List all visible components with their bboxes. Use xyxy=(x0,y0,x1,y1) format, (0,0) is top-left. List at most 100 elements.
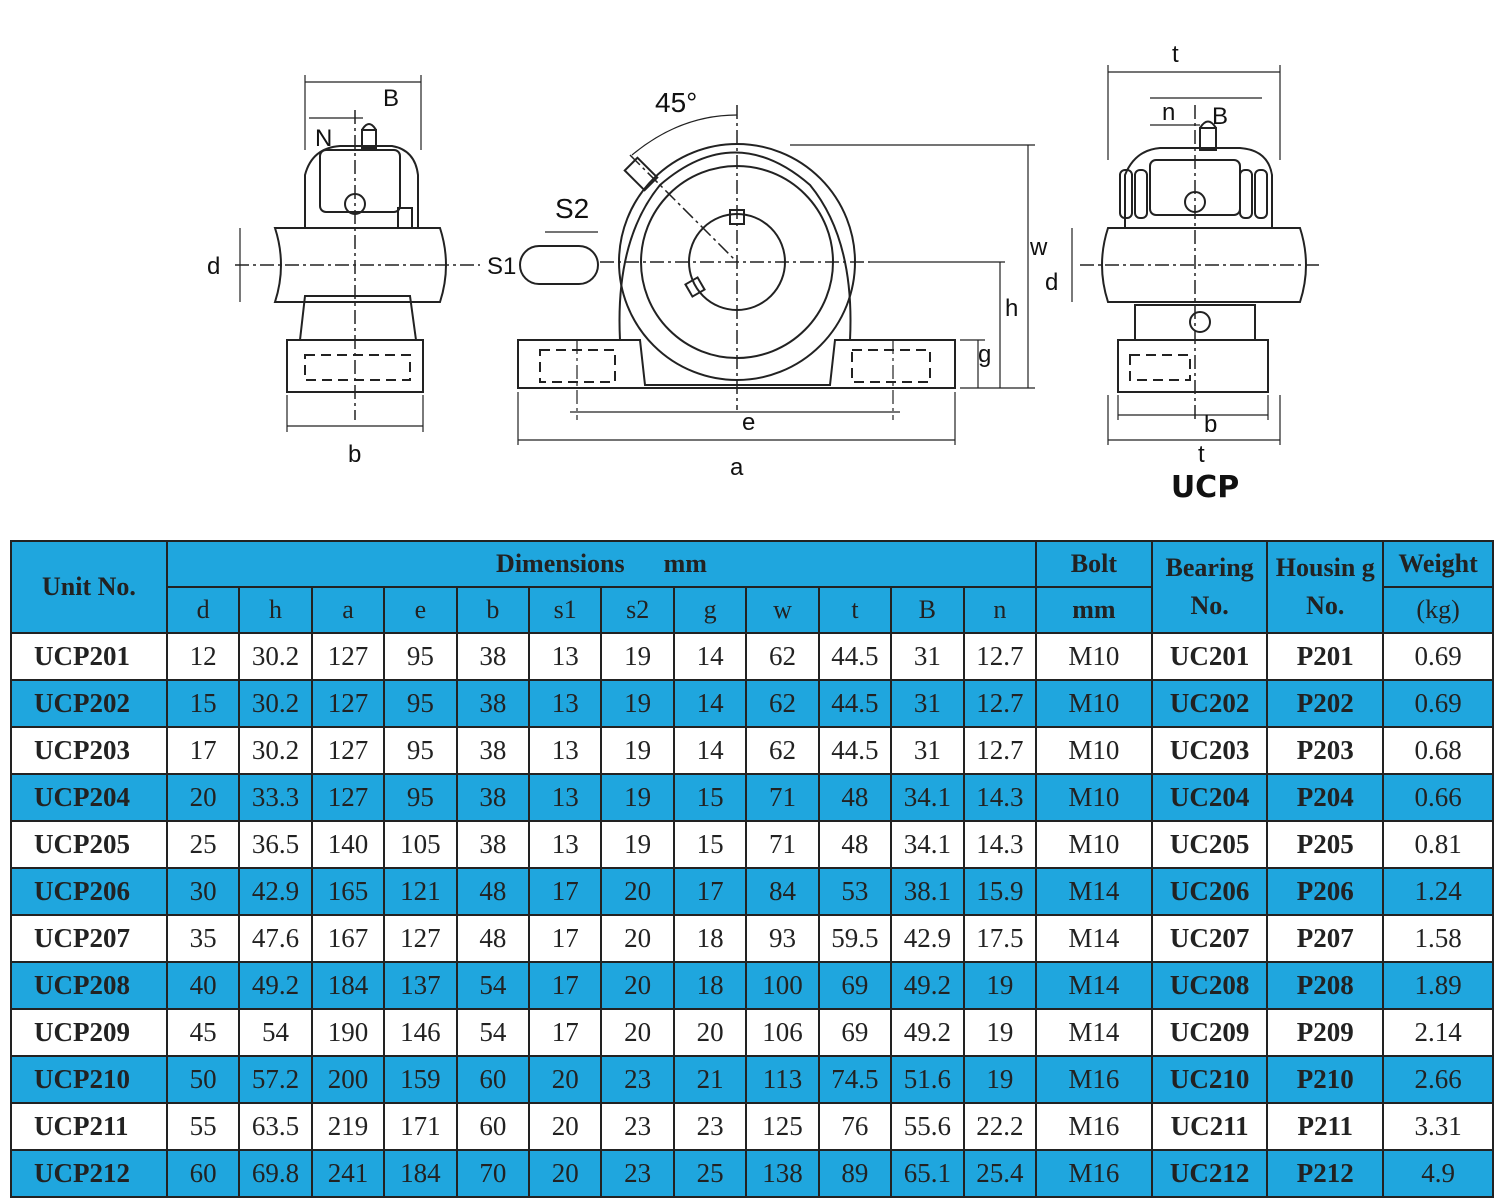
cell-g: 18 xyxy=(672,914,748,963)
cell-e: 159 xyxy=(383,1055,458,1104)
cell-b: 31 xyxy=(890,679,965,728)
cell-b: 55.6 xyxy=(890,1102,965,1151)
cell-a: 219 xyxy=(310,1102,386,1151)
cell-s2: 20 xyxy=(600,961,675,1010)
cell-housing: P212 xyxy=(1266,1149,1385,1198)
cell-g: 14 xyxy=(672,726,748,775)
cell-n: 17.5 xyxy=(962,914,1038,963)
cell-weight: 2.14 xyxy=(1382,1008,1494,1057)
cell-h: 30.2 xyxy=(238,726,313,775)
cell-s1: 13 xyxy=(528,820,603,869)
cell-g: 18 xyxy=(672,961,748,1010)
cell-n: 12.7 xyxy=(962,726,1038,775)
cell-unit: UCP204 xyxy=(10,773,168,822)
cell-t: 59.5 xyxy=(817,914,893,963)
header-dim-b: b xyxy=(455,586,531,634)
cell-s1: 17 xyxy=(528,914,603,963)
cell-housing: P202 xyxy=(1266,679,1385,728)
cell-s1: 17 xyxy=(528,867,603,916)
label-right-t-top: t xyxy=(1172,41,1179,68)
cell-housing: P204 xyxy=(1266,773,1385,822)
label-right-t-bottom: t xyxy=(1198,441,1205,468)
cell-weight: 4.9 xyxy=(1382,1149,1494,1198)
cell-s2: 19 xyxy=(600,773,675,822)
cell-a: 140 xyxy=(310,820,386,869)
cell-bolt: M14 xyxy=(1035,867,1153,916)
cell-bearing: UC204 xyxy=(1150,773,1269,822)
label-h: h xyxy=(1005,295,1018,322)
cell-t: 53 xyxy=(817,867,893,916)
cell-b: 38 xyxy=(455,679,531,728)
cell-b: 38 xyxy=(455,726,531,775)
cell-b: 38 xyxy=(455,773,531,822)
cell-w: 93 xyxy=(745,914,820,963)
cell-bolt: M16 xyxy=(1035,1102,1153,1151)
cell-s2: 19 xyxy=(600,632,675,681)
cell-w: 62 xyxy=(745,632,820,681)
header-bearing-no: Bearing No. xyxy=(1150,540,1269,634)
cell-s1: 20 xyxy=(528,1149,603,1198)
cell-b: 54 xyxy=(455,1008,531,1057)
header-weight: Weight xyxy=(1382,540,1494,588)
cell-unit: UCP201 xyxy=(10,632,168,681)
cell-housing: P208 xyxy=(1266,961,1385,1010)
spec-table: Unit No. Dimensions mm Bolt Bearing No. … xyxy=(10,540,1494,1198)
label-S1: S1 xyxy=(487,253,516,280)
cell-bearing: UC212 xyxy=(1150,1149,1269,1198)
cell-e: 105 xyxy=(383,820,458,869)
label-w: w xyxy=(1029,234,1048,261)
label-right-B: B xyxy=(1212,103,1228,130)
cell-s2: 23 xyxy=(600,1149,675,1198)
cell-d: 45 xyxy=(165,1008,241,1057)
cell-housing: P207 xyxy=(1266,914,1385,963)
cell-s1: 17 xyxy=(528,961,603,1010)
cell-w: 125 xyxy=(745,1102,820,1151)
cell-housing: P205 xyxy=(1266,820,1385,869)
cell-g: 14 xyxy=(672,679,748,728)
cell-weight: 1.58 xyxy=(1382,914,1494,963)
cell-h: 47.6 xyxy=(238,914,313,963)
right-side-view xyxy=(1071,65,1320,445)
cell-weight: 0.66 xyxy=(1382,773,1494,822)
cell-housing: P201 xyxy=(1266,632,1385,681)
cell-h: 54 xyxy=(238,1008,313,1057)
cell-b: 38 xyxy=(455,632,531,681)
cell-n: 25.4 xyxy=(962,1149,1038,1198)
cell-bolt: M16 xyxy=(1035,1149,1153,1198)
cell-t: 48 xyxy=(817,773,893,822)
label-S2: S2 xyxy=(555,193,589,224)
cell-bolt: M10 xyxy=(1035,726,1153,775)
cell-housing: P209 xyxy=(1266,1008,1385,1057)
cell-d: 17 xyxy=(165,726,241,775)
cell-d: 20 xyxy=(165,773,241,822)
cell-unit: UCP206 xyxy=(10,867,168,916)
cell-g: 25 xyxy=(672,1149,748,1198)
cell-bolt: M14 xyxy=(1035,961,1153,1010)
header-dim-s1: s1 xyxy=(528,586,603,634)
label-45-degrees: 45° xyxy=(655,87,697,118)
cell-e: 184 xyxy=(383,1149,458,1198)
cell-b: 51.6 xyxy=(890,1055,965,1104)
cell-b: 48 xyxy=(455,867,531,916)
cell-housing: P210 xyxy=(1266,1055,1385,1104)
cell-h: 42.9 xyxy=(238,867,313,916)
cell-weight: 1.24 xyxy=(1382,867,1494,916)
cell-s1: 20 xyxy=(528,1102,603,1151)
cell-weight: 1.89 xyxy=(1382,961,1494,1010)
cell-a: 127 xyxy=(310,632,386,681)
cell-h: 49.2 xyxy=(238,961,313,1010)
cell-bolt: M10 xyxy=(1035,632,1153,681)
cell-d: 40 xyxy=(165,961,241,1010)
cell-a: 127 xyxy=(310,773,386,822)
cell-bearing: UC205 xyxy=(1150,820,1269,869)
cell-unit: UCP208 xyxy=(10,961,168,1010)
cell-a: 190 xyxy=(310,1008,386,1057)
cell-a: 165 xyxy=(310,867,386,916)
cell-t: 76 xyxy=(817,1102,893,1151)
cell-g: 15 xyxy=(672,820,748,869)
cell-s1: 13 xyxy=(528,726,603,775)
